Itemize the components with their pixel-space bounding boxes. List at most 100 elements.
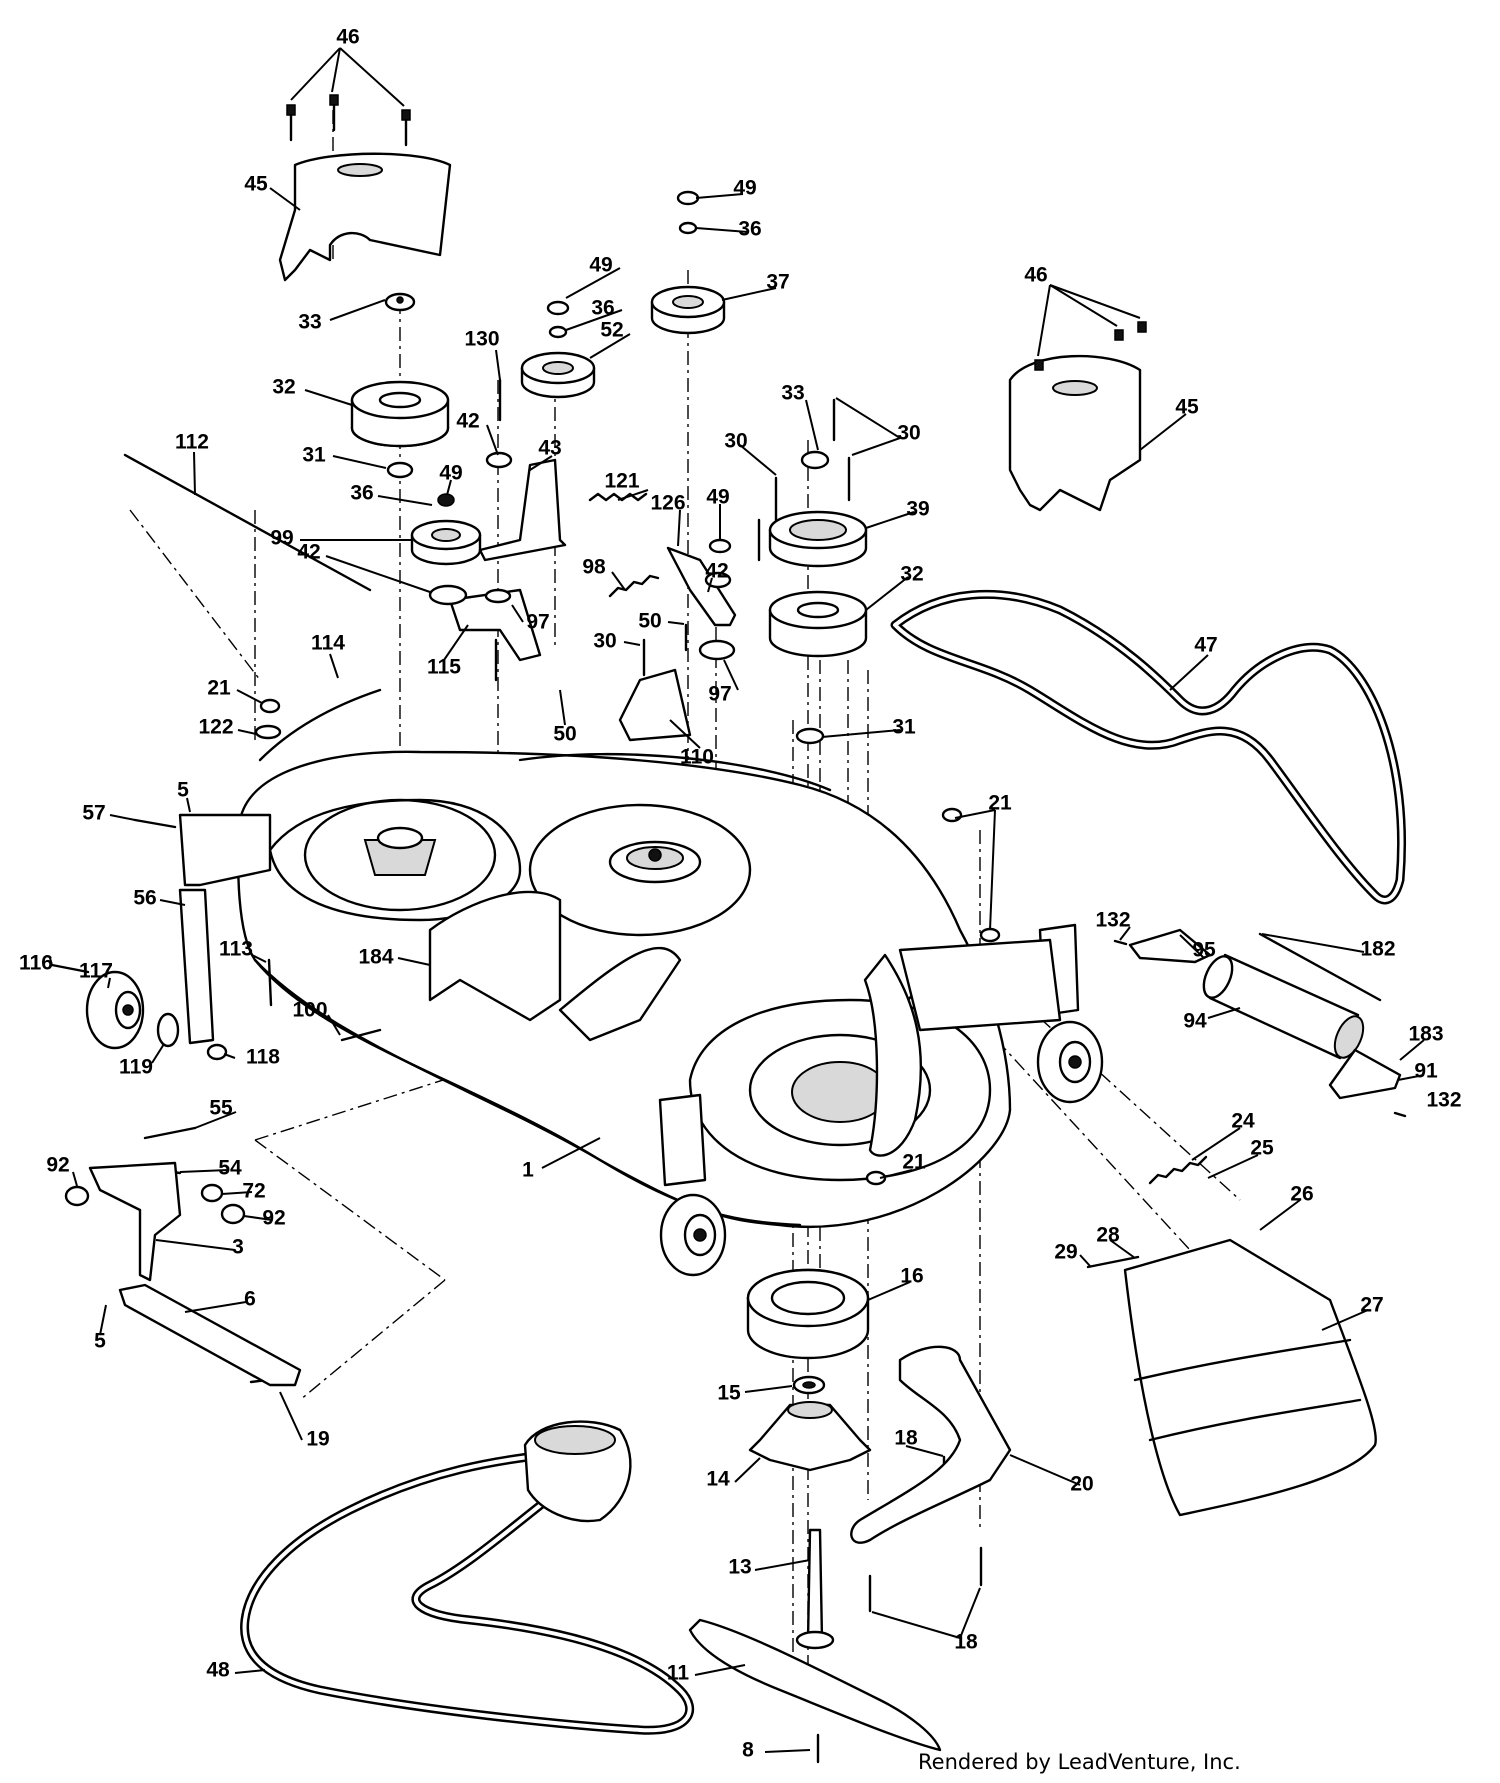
pulley-32-left <box>350 380 450 448</box>
deck-wheel-front-right <box>1036 1020 1104 1104</box>
callout-45: 45 <box>1175 396 1199 419</box>
callout-36: 36 <box>738 218 761 241</box>
callout-113: 113 <box>219 938 253 961</box>
callout-116: 116 <box>19 952 53 975</box>
callout-50: 50 <box>553 723 576 746</box>
belt-47 <box>890 589 1407 905</box>
callout-54: 54 <box>218 1157 242 1180</box>
callout-42: 42 <box>456 410 479 433</box>
callout-18: 18 <box>954 1631 978 1654</box>
callout-32: 32 <box>900 563 923 586</box>
callout-118: 118 <box>246 1046 280 1069</box>
spindle-cover-left <box>278 152 452 282</box>
callout-42: 42 <box>297 541 320 564</box>
bearing-15 <box>792 1375 826 1395</box>
callout-labels: 4645333231369911242211221141159750130424… <box>19 26 1461 1762</box>
callout-28: 28 <box>1096 1224 1120 1247</box>
callout-184: 184 <box>358 946 393 969</box>
callout-52: 52 <box>600 319 623 342</box>
callout-55: 55 <box>209 1097 233 1120</box>
rod-112 <box>123 453 372 592</box>
callout-126: 126 <box>650 492 685 515</box>
callout-94: 94 <box>1183 1010 1207 1033</box>
callout-27: 27 <box>1360 1294 1383 1317</box>
callout-122: 122 <box>198 716 233 739</box>
callout-20: 20 <box>1070 1473 1093 1496</box>
callout-98: 98 <box>582 556 606 579</box>
bracket-126 <box>666 546 737 627</box>
callout-92: 92 <box>262 1207 285 1230</box>
callout-99: 99 <box>270 527 293 550</box>
callout-5: 5 <box>177 779 189 802</box>
callout-50: 50 <box>638 610 661 633</box>
callout-112: 112 <box>175 431 209 454</box>
callout-36: 36 <box>591 297 614 320</box>
callout-5: 5 <box>94 1330 106 1353</box>
pulley-37-idler <box>650 285 726 335</box>
callout-119: 119 <box>119 1056 153 1079</box>
callout-91: 91 <box>1414 1060 1438 1083</box>
pulley-32-right <box>768 590 868 658</box>
callout-97: 97 <box>708 683 731 706</box>
callout-37: 37 <box>766 271 789 294</box>
rod-114 <box>258 688 382 762</box>
callout-39: 39 <box>906 498 929 521</box>
bracket-95 <box>1128 928 1212 964</box>
idler-bracket-115 <box>448 588 542 662</box>
belt-48 <box>240 1420 694 1735</box>
callout-29: 29 <box>1054 1241 1077 1264</box>
callout-46: 46 <box>1024 264 1047 287</box>
callout-46: 46 <box>336 26 359 49</box>
callout-121: 121 <box>604 470 639 493</box>
callout-21: 21 <box>207 677 231 700</box>
spring-121 <box>588 492 648 502</box>
gauge-roller-94 <box>1202 953 1365 1060</box>
callout-114: 114 <box>311 632 345 655</box>
callout-1: 1 <box>522 1159 534 1182</box>
callout-56: 56 <box>133 887 156 910</box>
callout-21: 21 <box>902 1151 926 1174</box>
callout-57: 57 <box>82 802 105 825</box>
spindle-housing-16 <box>746 1268 870 1360</box>
idler-arm-43 <box>478 458 567 562</box>
callout-25: 25 <box>1250 1137 1274 1160</box>
callout-36: 36 <box>350 482 373 505</box>
pulley-52-idler <box>520 351 596 399</box>
lift-link-6 <box>118 1283 302 1387</box>
pulley-39-double <box>768 510 868 568</box>
callout-117: 117 <box>79 960 113 983</box>
callout-3: 3 <box>232 1236 244 1259</box>
callout-21: 21 <box>988 792 1012 815</box>
callout-48: 48 <box>206 1659 230 1682</box>
callout-26: 26 <box>1290 1183 1313 1206</box>
spring-98 <box>608 574 660 598</box>
callout-49: 49 <box>439 462 462 485</box>
callout-18: 18 <box>894 1427 918 1450</box>
callout-6: 6 <box>244 1288 256 1311</box>
callout-43: 43 <box>538 437 561 460</box>
hardware <box>50 94 1407 1764</box>
callout-24: 24 <box>1231 1110 1255 1133</box>
render-credit: Rendered by LeadVenture, Inc. <box>918 1750 1241 1774</box>
gauge-wheel-assembly-left <box>85 888 215 1050</box>
callout-130: 130 <box>464 328 499 351</box>
callout-16: 16 <box>900 1265 923 1288</box>
callout-32: 32 <box>272 376 295 399</box>
callout-49: 49 <box>706 486 729 509</box>
callout-132: 132 <box>1426 1089 1461 1112</box>
bracket-91 <box>1328 1048 1402 1100</box>
callout-30: 30 <box>897 422 920 445</box>
callout-leaders <box>49 47 1425 1753</box>
pulley-99-idler <box>410 519 482 566</box>
callout-47: 47 <box>1194 634 1217 657</box>
callout-8: 8 <box>742 1739 754 1762</box>
callout-33: 33 <box>298 311 321 334</box>
spindle-cover-right <box>1008 354 1142 512</box>
callout-13: 13 <box>728 1556 751 1579</box>
callout-30: 30 <box>724 430 747 453</box>
blade-baffle-20 <box>850 1345 1012 1544</box>
callout-31: 31 <box>892 716 916 739</box>
callout-115: 115 <box>427 656 461 679</box>
callout-19: 19 <box>306 1428 329 1451</box>
